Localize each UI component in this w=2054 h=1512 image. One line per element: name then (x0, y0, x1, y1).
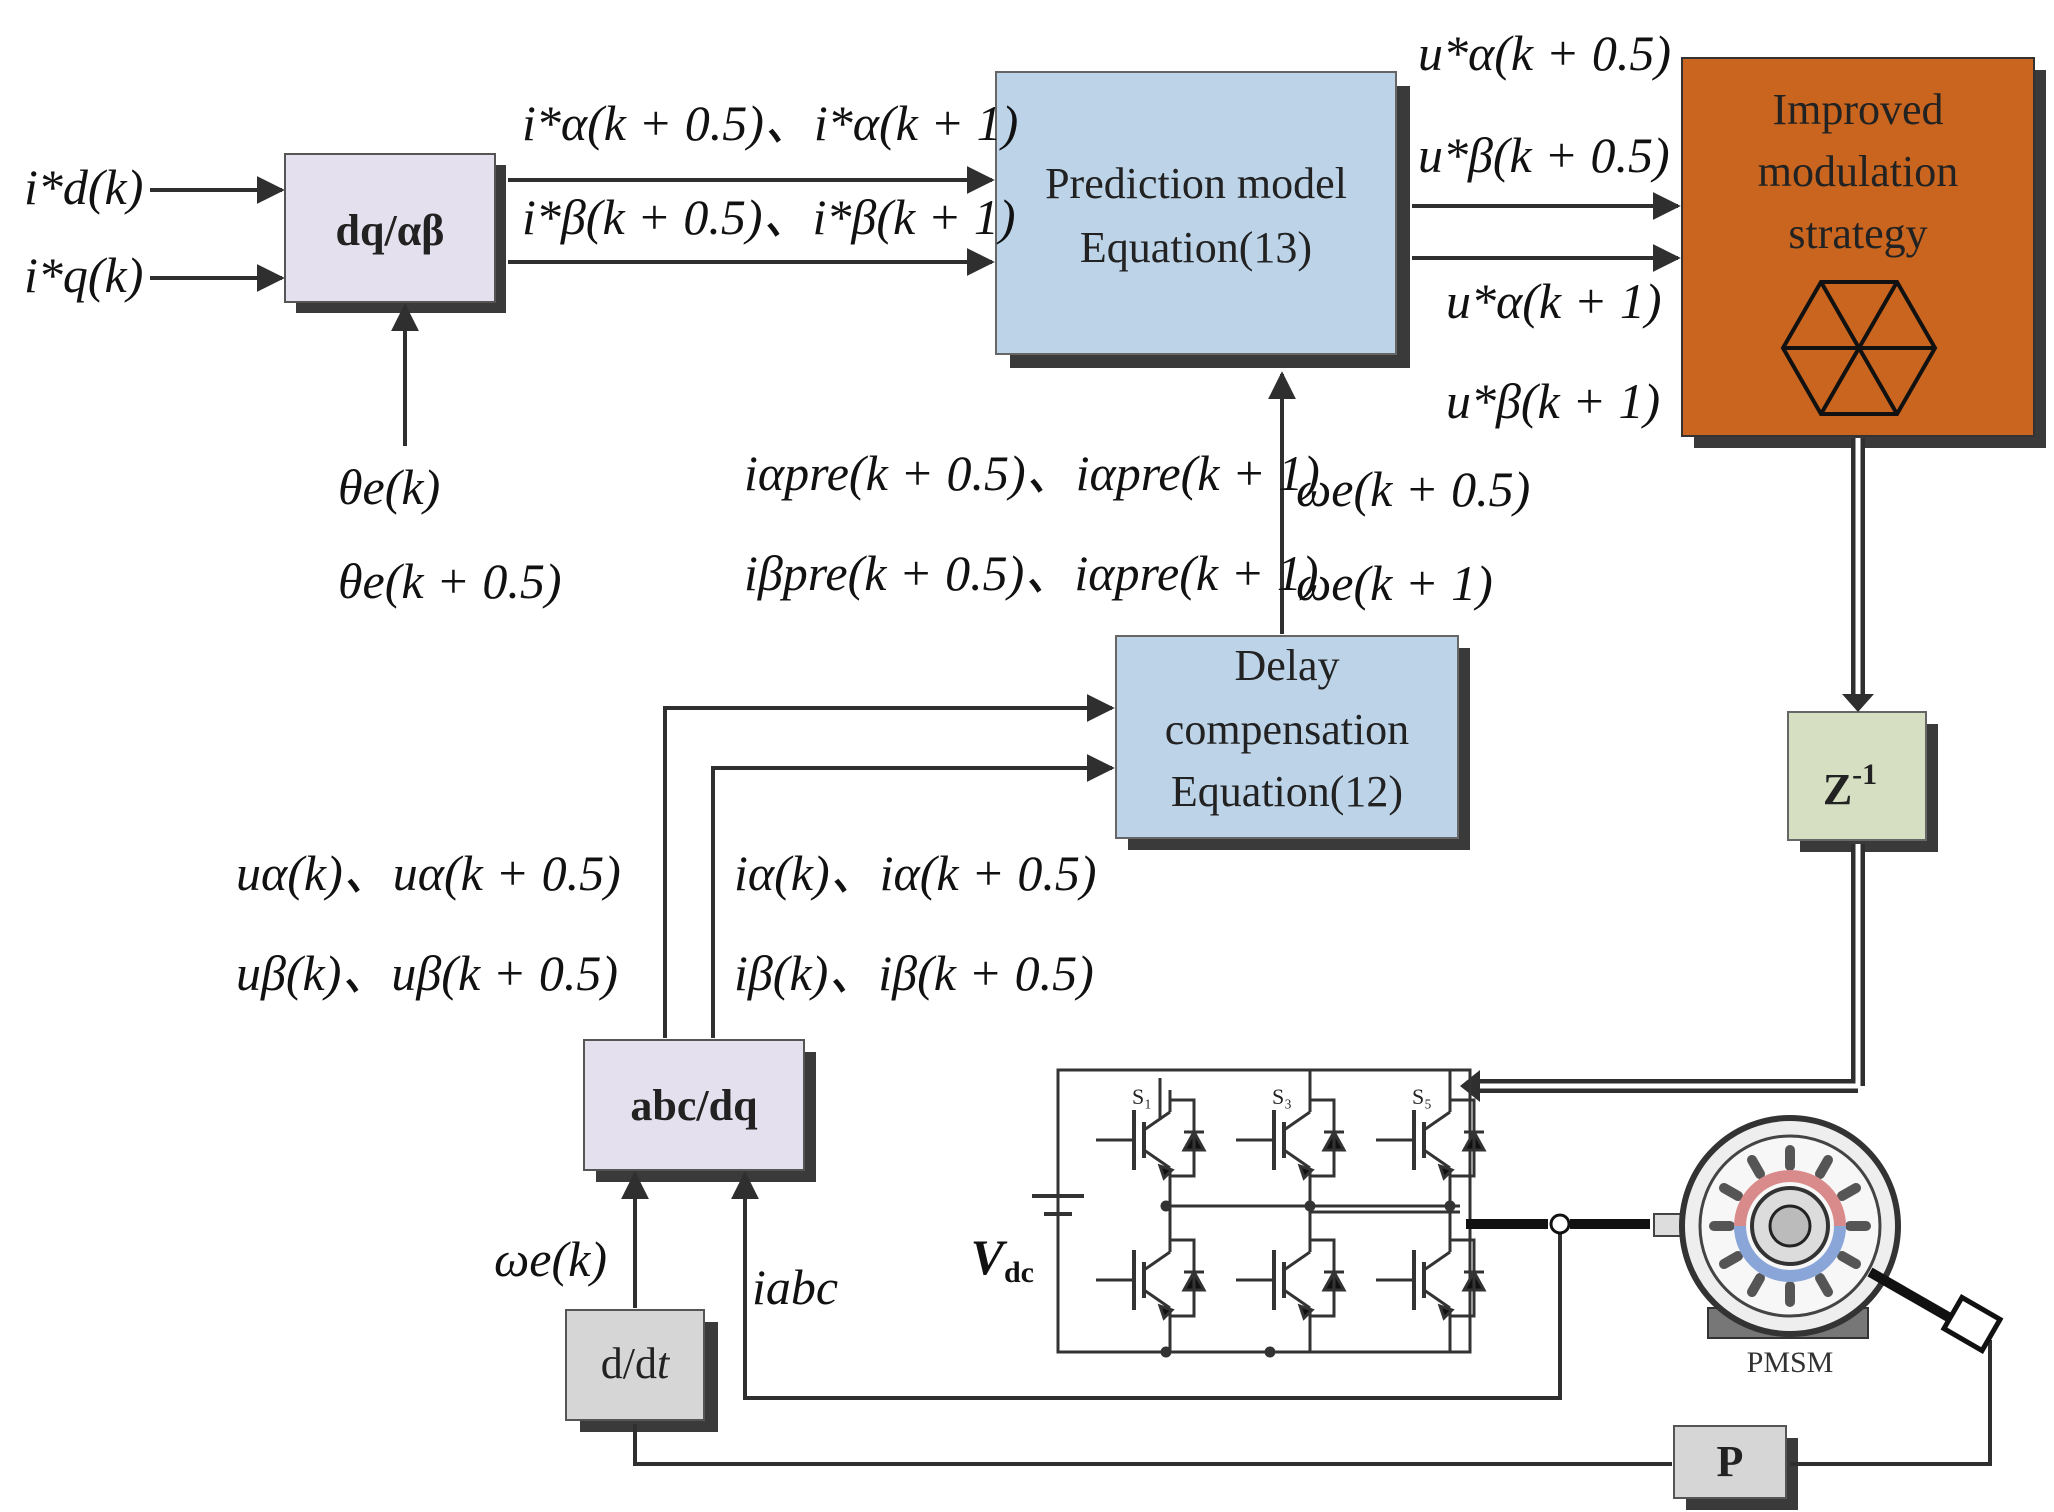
dq-alphabeta-block: dq/αβ (284, 153, 506, 313)
line-u-to-delay (663, 694, 1115, 1038)
vdc-subscript: dc (1004, 1256, 1034, 1289)
hexagon-icon (1780, 280, 1938, 416)
line-i-abc (731, 1171, 1562, 1400)
arrow-to-z (1842, 694, 1874, 712)
label-u-beta-ref-05: u*β(k + 0.5) (1418, 127, 1670, 183)
prediction-model-line-2: Equation(13) (1080, 223, 1312, 272)
svg-text:Vdc: Vdc (971, 1229, 1034, 1289)
line-encoder-to-p (1790, 1340, 1992, 1466)
vdc-label: V (971, 1229, 1008, 1285)
switch-s3-label: S₃ (1272, 1084, 1292, 1109)
label-i-abc: iabc (752, 1259, 838, 1315)
prediction-model-block: Prediction model Equation(13) (995, 71, 1410, 368)
abc-dq-block: abc/dq (583, 1039, 816, 1182)
label-omega-1: ωe(k + 1) (1296, 555, 1493, 611)
dq-alphabeta-label: dq/αβ (336, 206, 445, 255)
modulation-line-1: Improved (1772, 85, 1943, 134)
inverter-leg-3 (1376, 1070, 1487, 1352)
switch-s5-label: S₅ (1412, 1084, 1432, 1109)
label-id-ref: i*d(k) (24, 159, 143, 215)
label-i-beta-ref: i*β(k + 0.5)、i*β(k + 1) (522, 189, 1016, 245)
unit-delay-block: Z-1 (1787, 711, 1938, 852)
label-u-alpha-ref-1: u*α(k + 1) (1446, 273, 1661, 329)
label-u-alpha: uα(k)、uα(k + 0.5) (236, 845, 621, 901)
prediction-model-line-1: Prediction model (1045, 159, 1347, 208)
delay-line-2: compensation (1165, 705, 1409, 754)
line-i-to-delay (711, 754, 1115, 1038)
label-iq-ref: i*q(k) (24, 247, 143, 303)
modulation-line-3: strategy (1788, 209, 1927, 258)
label-u-beta-ref-1: u*β(k + 1) (1446, 373, 1660, 429)
delay-line-3: Equation(12) (1171, 767, 1403, 816)
label-i-beta-pre: iβpre(k + 0.5)、iαpre(k + 1) (744, 545, 1319, 601)
svg-text:Z-1: Z-1 (1823, 758, 1877, 814)
svg-text:d/dt: d/dt (601, 1339, 671, 1388)
pole-pairs-label: P (1717, 1437, 1744, 1486)
signal-lines (150, 166, 1992, 1466)
pmsm-label: PMSM (1747, 1346, 1834, 1379)
unit-delay-z: Z (1823, 765, 1852, 814)
delay-compensation-block: Delay compensation Equation(12) (1115, 635, 1470, 850)
modulation-strategy-block: Improved modulation strategy (1681, 57, 2046, 448)
label-i-alpha-ref: i*α(k + 0.5)、i*α(k + 1) (522, 95, 1018, 151)
inverter-circuit (1032, 1068, 1650, 1358)
delay-line-1: Delay (1234, 641, 1339, 690)
switch-s1-label: S₁ (1132, 1084, 1152, 1109)
label-theta-k05: θe(k + 0.5) (338, 553, 562, 609)
pmsm-motor-icon (1653, 1115, 2004, 1355)
label-omega-05: ωe(k + 0.5) (1296, 461, 1530, 517)
label-u-beta: uβ(k)、uβ(k + 0.5) (236, 945, 618, 1001)
derivative-t: t (657, 1339, 671, 1388)
label-i-alpha: iα(k)、iα(k + 0.5) (734, 845, 1097, 901)
derivative-label: d/d (601, 1339, 657, 1388)
modulation-line-2: modulation (1758, 147, 1958, 196)
label-u-alpha-ref-05: u*α(k + 0.5) (1418, 25, 1671, 81)
pole-pairs-block: P (1673, 1425, 1798, 1510)
signal-labels: i*d(k) i*q(k) θe(k) θe(k + 0.5) i*α(k + … (24, 25, 1671, 1315)
inverter-leg-2 (1236, 1070, 1347, 1352)
label-omega-k: ωe(k) (494, 1231, 607, 1287)
inverter-frame (1056, 1068, 1472, 1354)
label-theta-k: θe(k) (338, 459, 440, 515)
unit-delay-exponent: -1 (1852, 758, 1877, 791)
abc-dq-label: abc/dq (630, 1081, 758, 1130)
derivative-block: d/dt (565, 1309, 718, 1432)
label-i-alpha-pre: iαpre(k + 0.5)、iαpre(k + 1) (744, 445, 1320, 501)
inverter-leg-1 (1096, 1078, 1207, 1352)
label-i-beta: iβ(k)、iβ(k + 0.5) (734, 945, 1094, 1001)
line-p-to-ddt (633, 1424, 1672, 1466)
